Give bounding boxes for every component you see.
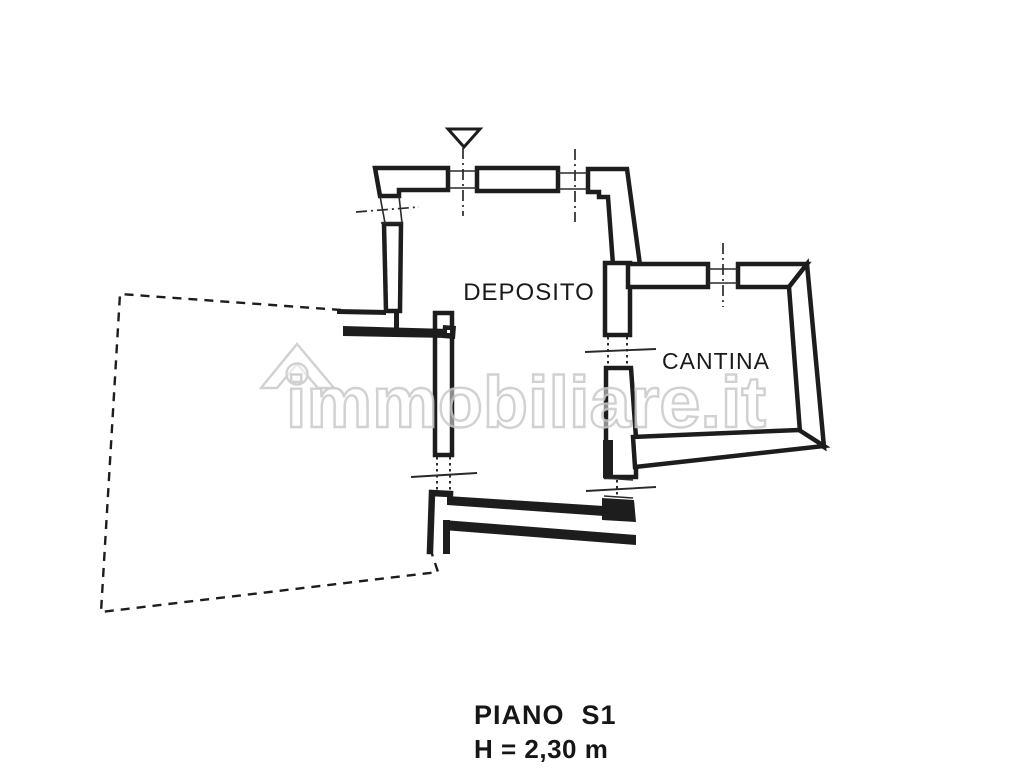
walls-solid [337, 309, 636, 555]
ceiling-height-label: H = 2,30 m [474, 734, 608, 764]
window-north-main [474, 165, 561, 194]
watermark-text: immobiliare.it [286, 363, 766, 443]
room-label-cantina: CANTINA [662, 348, 770, 374]
walls-outlined [372, 165, 831, 480]
floor-label: PIANO S1 [474, 700, 617, 730]
column-marker [442, 325, 456, 339]
window-north-right [558, 172, 588, 190]
watermark: immobiliare.it [258, 342, 767, 444]
room-label-deposito: DEPOSITO [463, 279, 595, 306]
house-icon [258, 342, 337, 390]
triangle-marker-icon [444, 127, 484, 150]
centerlines [355, 148, 724, 492]
door-corridor-jambs [603, 477, 634, 499]
courtyard-dashed-boundary [99, 292, 440, 614]
